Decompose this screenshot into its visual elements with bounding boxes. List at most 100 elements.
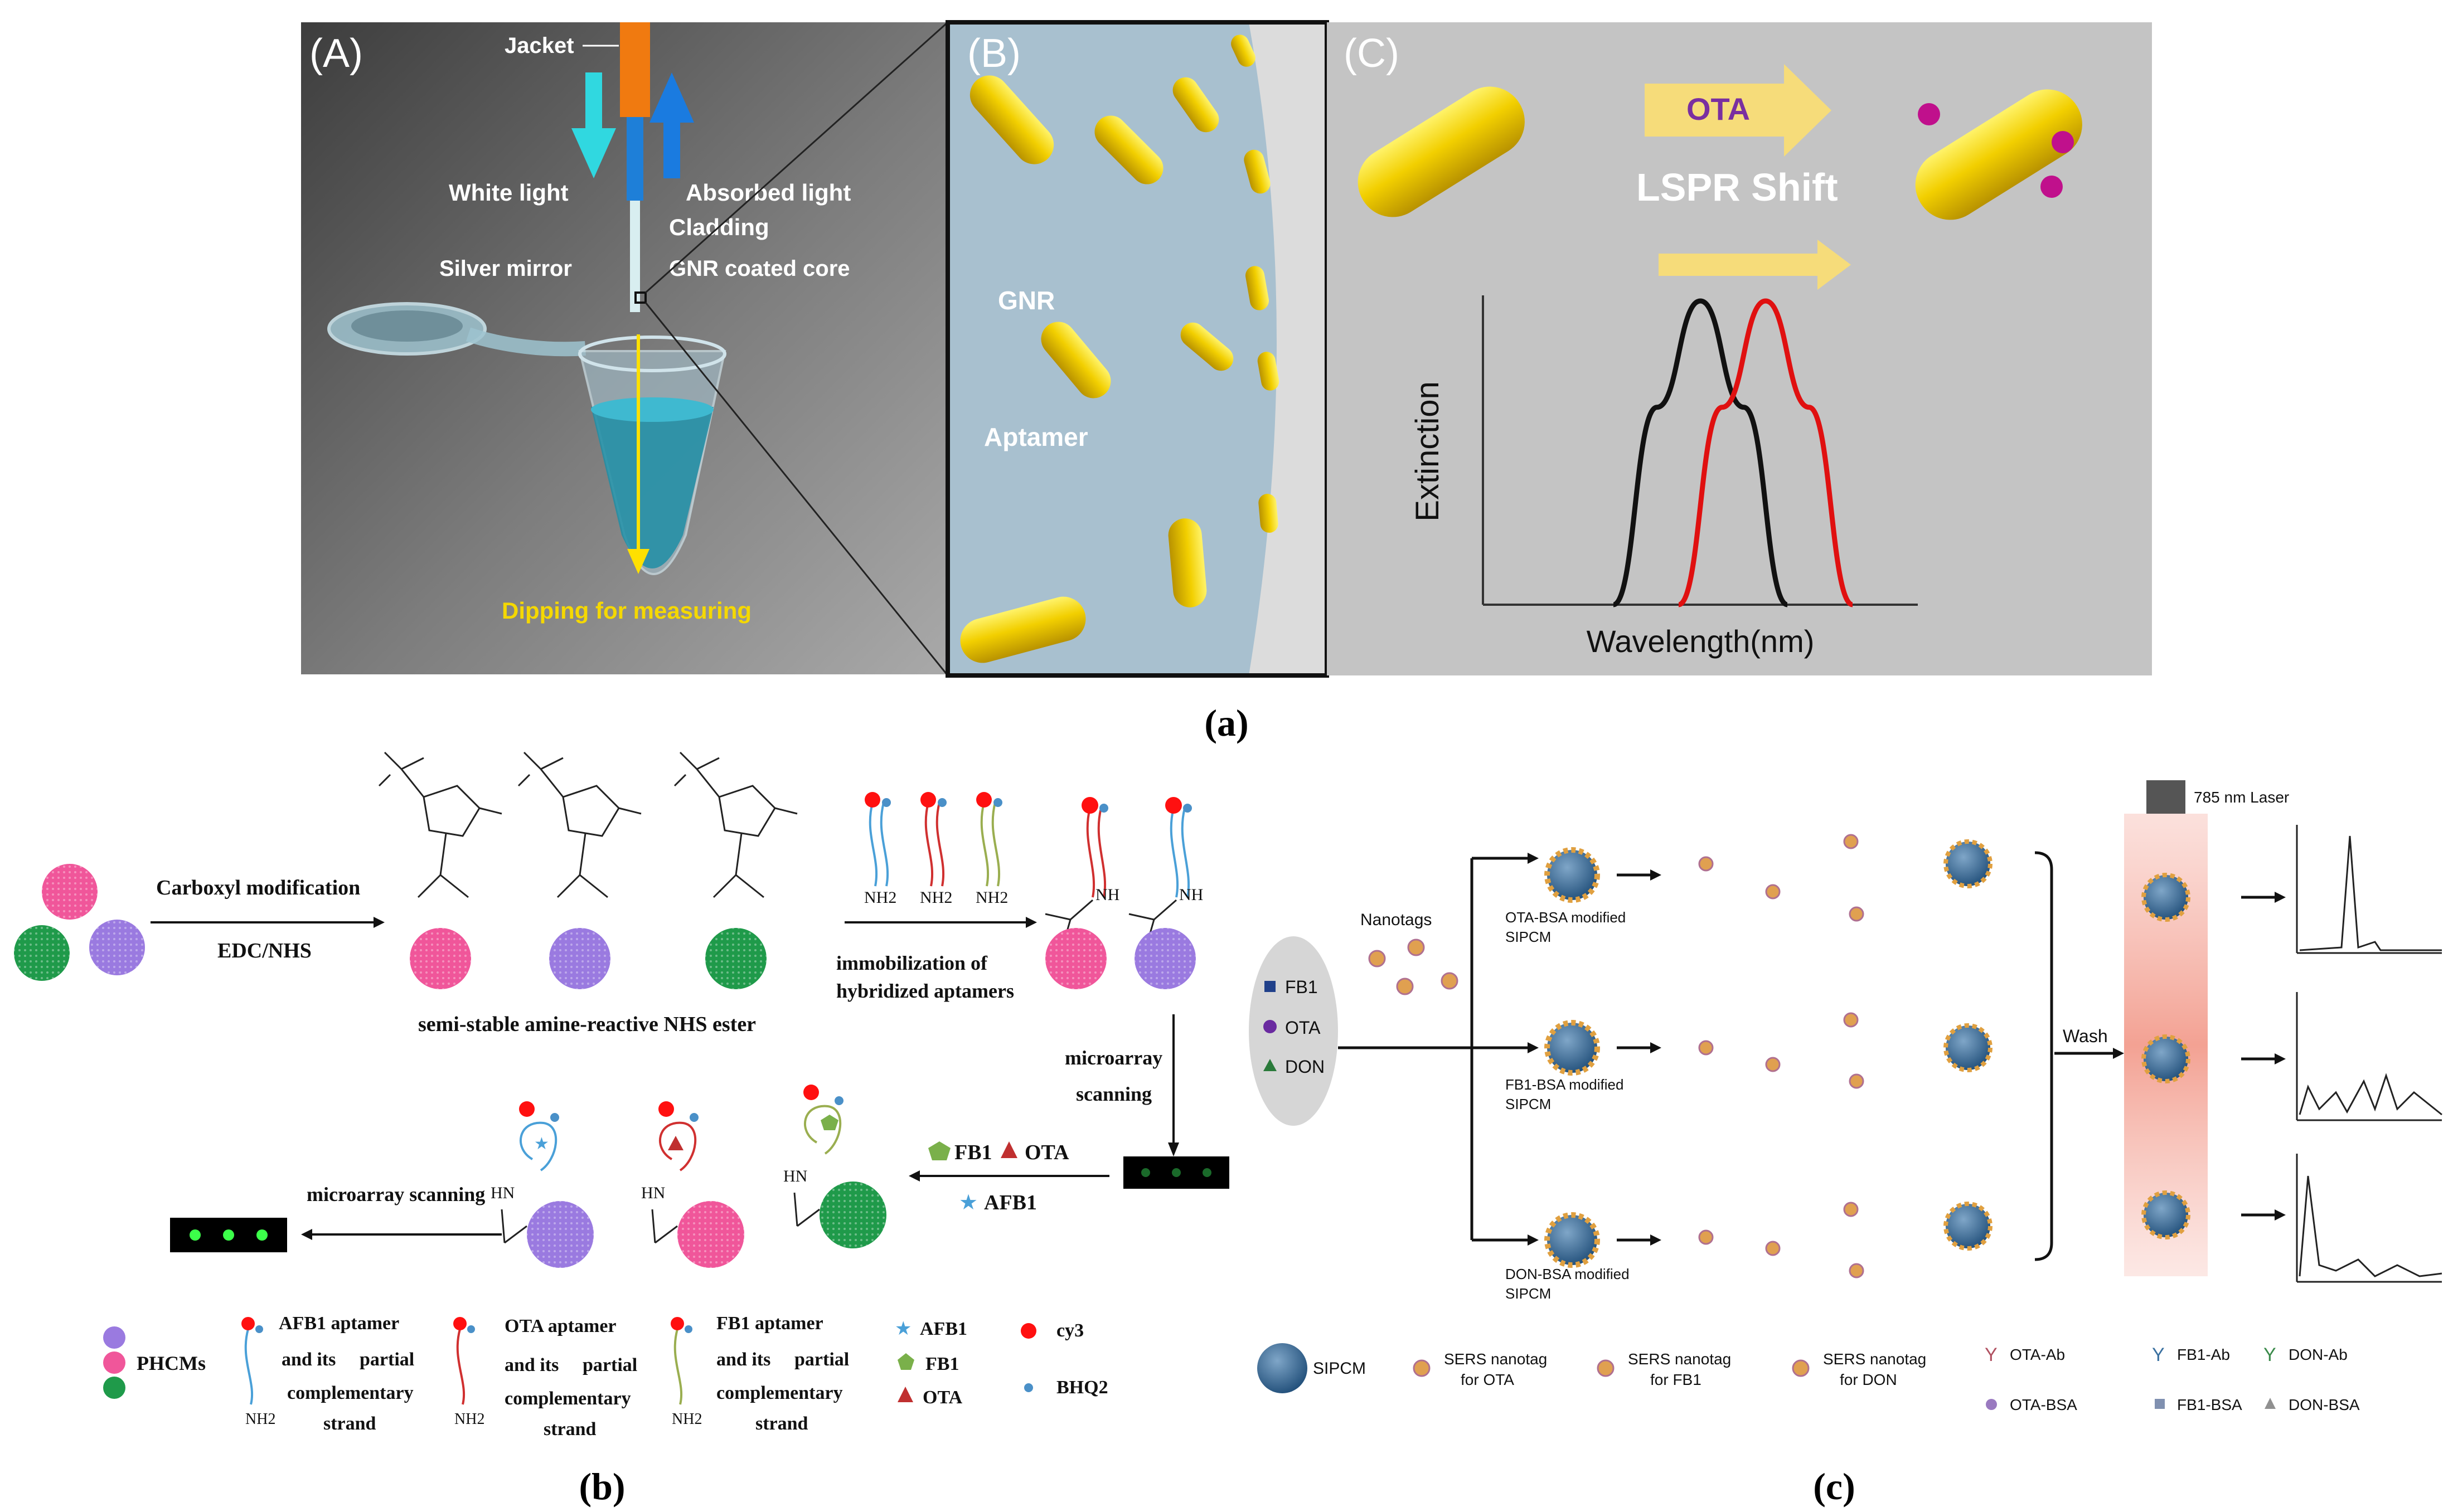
hn-label-3: HN [783, 1167, 807, 1185]
zoom-line-bottom [644, 302, 949, 676]
immobilization-label-2: hybridized aptamers [836, 980, 1014, 1002]
legend-ota-triangle-icon [898, 1387, 913, 1402]
ota-triangle-icon [1001, 1141, 1017, 1158]
nh-label-2: NH [1179, 886, 1203, 904]
legend-partial-3: partial [794, 1349, 849, 1370]
plot-y-label: Extinction [1409, 381, 1446, 521]
legend-fb1: FB1 [925, 1354, 959, 1374]
nh2-label-3: NH2 [976, 888, 1008, 907]
microarray-label-2: scanning [1076, 1083, 1152, 1105]
absorbed-light-arrow-icon [649, 72, 694, 178]
fb1-bsa-modified-label: FB1-BSA modified [1505, 1076, 1623, 1093]
edc-nhs-label: EDC/NHS [217, 939, 312, 962]
legend-ota-bsa: OTA-BSA [2010, 1396, 2077, 1413]
toxin-afb1-label: AFB1 [984, 1191, 1037, 1214]
gold-nanorod-before [1358, 86, 1525, 217]
ota-bound-markers [1918, 103, 2074, 198]
caption-c: (c) [1813, 1465, 1855, 1508]
nh2-label-2: NH2 [920, 888, 952, 907]
legend-afb1-aptamer: AFB1 aptamer [279, 1313, 399, 1334]
laser-head-icon [2146, 780, 2185, 814]
legend-don-ab: DON-Ab [2289, 1346, 2348, 1363]
dipping-label: Dipping for measuring [502, 597, 752, 624]
microarray-label-1: microarray [1065, 1047, 1162, 1069]
legend-ota-aptamer: OTA aptamer [505, 1316, 617, 1336]
lspr-shift-arrow-icon [1659, 240, 1851, 290]
toxin-fb1-label: FB1 [954, 1141, 992, 1164]
legend-fb1-ab: FB1-Ab [2177, 1346, 2230, 1363]
gold-nanorod-after [1915, 89, 2082, 220]
spectrum-line-1 [1612, 298, 1788, 607]
panel-b-legend: PHCMs NH2 AFB1 aptamer and its partial c… [103, 1313, 1108, 1440]
afb1-star-icon: ★ [959, 1191, 978, 1214]
sub-label-B: (B) [967, 31, 1021, 76]
ota-bsa-modified-label: OTA-BSA modified [1505, 909, 1626, 926]
fiber-cladding [627, 117, 643, 201]
legend-sers-ota-icon [1413, 1359, 1431, 1377]
legend-ota-bsa-icon [1986, 1399, 1997, 1410]
legend-sers-3: SERS nanotag [1823, 1350, 1926, 1368]
legend-strand-2: strand [544, 1419, 597, 1440]
legend-sers-fb1-icon [1597, 1359, 1615, 1377]
extinction-plot [1482, 295, 1918, 607]
legend-nh2-1: NH2 [245, 1411, 275, 1428]
free-nanotags [1698, 834, 1864, 1278]
legend-ota: OTA [923, 1387, 963, 1408]
nh2-label-1: NH2 [864, 888, 896, 907]
legend-sers-2: SERS nanotag [1628, 1350, 1731, 1368]
sipcm-row-fb1: FB1-BSA modified SIPCM [1505, 1020, 1623, 1112]
legend-partial-1: partial [360, 1349, 414, 1370]
legend-strand-3: strand [755, 1413, 808, 1434]
free-aptamers [869, 802, 1001, 887]
immobilization-label-1: immobilization of [836, 952, 988, 974]
nhs-ester-structures [378, 751, 798, 898]
fb1-pentagon-icon [928, 1141, 951, 1160]
wash-bracket [2034, 851, 2053, 1261]
legend-sipcm-icon [1257, 1343, 1307, 1393]
sers-spectra [2296, 825, 2442, 1283]
sipcm-label-3: SIPCM [1505, 1285, 1551, 1302]
legend-nh2-3: NH2 [672, 1411, 702, 1428]
nhs-ester-label: semi-stable amine-reactive NHS ester [418, 1013, 756, 1036]
gold-nanorods-B [960, 35, 1279, 663]
svg-text:★: ★ [534, 1135, 549, 1153]
lspr-shift-label: LSPR Shift [1636, 166, 1838, 209]
legend-and-its-2: and its [505, 1355, 559, 1375]
toxin-ota-label: OTA [1025, 1141, 1069, 1164]
legend-fb1-bsa: FB1-BSA [2177, 1396, 2242, 1413]
legend-for-ota: for OTA [1461, 1371, 1514, 1388]
legend-and-its-1: and its [282, 1349, 336, 1370]
legend-cy3-dot-icon [1021, 1323, 1036, 1339]
legend-ota-ab-icon: Y [1985, 1344, 1998, 1365]
legend-afb1-star-icon: ★ [895, 1319, 912, 1339]
dipping-arrow-head-icon [627, 549, 649, 574]
legend-sers-don-icon [1792, 1359, 1810, 1377]
hn-label-1: HN [491, 1184, 515, 1202]
laser-label: 785 nm Laser [2194, 789, 2289, 806]
hn-label-2: HN [641, 1184, 665, 1202]
white-light-arrow-icon [571, 72, 616, 178]
eppendorf-tube [327, 302, 726, 575]
nanotag-cluster [1368, 939, 1458, 995]
ota-label: OTA [1686, 91, 1750, 127]
bound-complexes: ★ [501, 1085, 886, 1268]
legend-afb1: AFB1 [920, 1319, 967, 1339]
sipcm-label-1: SIPCM [1505, 928, 1551, 945]
caption-a: (a) [1204, 702, 1248, 744]
wash-label: Wash [2063, 1026, 2108, 1046]
legend-sipcm: SIPCM [1313, 1359, 1366, 1378]
legend-partial-2: partial [583, 1355, 637, 1375]
aptamer-label: Aptamer [984, 422, 1088, 451]
fiber-core-surface [948, 22, 1277, 675]
legend-bhq2: BHQ2 [1056, 1377, 1108, 1398]
fb1-square-icon [1264, 981, 1276, 992]
immobilized-aptamers [1086, 808, 1190, 898]
jacket-label: Jacket [505, 33, 574, 58]
panel-b: Carboxyl modification EDC/NHS [14, 751, 1229, 1508]
legend-for-fb1: for FB1 [1650, 1371, 1701, 1388]
legend-complementary-1: complementary [287, 1383, 414, 1403]
fiber-jacket [620, 22, 650, 117]
legend-fb1-bsa-icon [2155, 1399, 2165, 1409]
legend-complementary-3: complementary [716, 1383, 843, 1403]
